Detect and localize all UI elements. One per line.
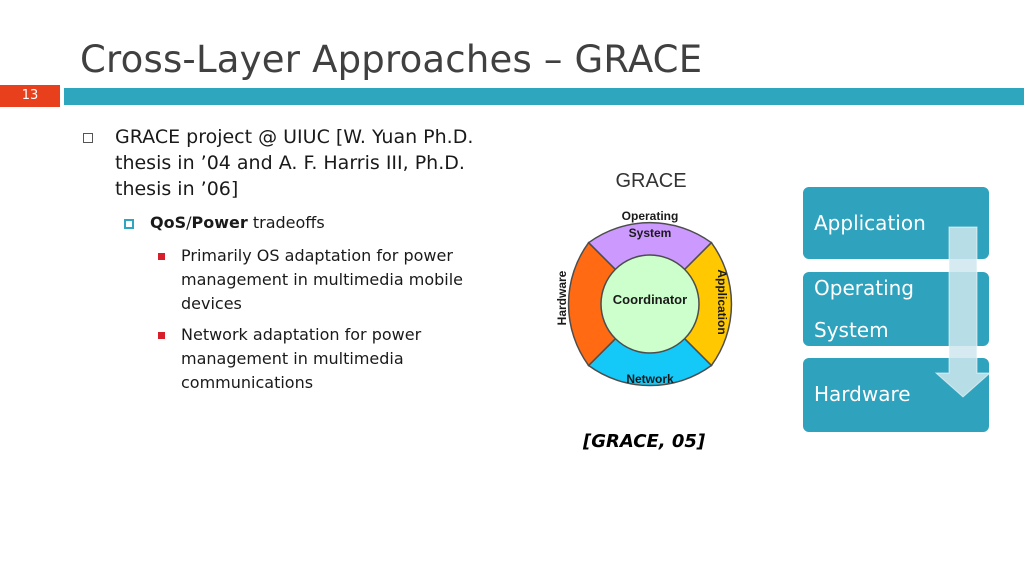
slide-title: Cross-Layer Approaches – GRACE xyxy=(80,38,703,81)
label-hardware: Hardware xyxy=(555,270,569,325)
tradeoffs-text: tradeoffs xyxy=(247,213,325,232)
label-application: Application xyxy=(715,269,729,334)
label-system: System xyxy=(629,226,672,240)
bullet-grace-project: GRACE project @ UIUC [W. Yuan Ph.D. thes… xyxy=(115,126,474,200)
red-square-bullet-icon xyxy=(158,253,165,260)
slide-number-bar xyxy=(0,85,60,107)
coordinator-circle xyxy=(600,254,700,354)
qos-power-separator: / xyxy=(186,213,192,232)
slide-number: 13 xyxy=(21,88,39,103)
bullet-qos-power: QoS/Power tradeoffs xyxy=(150,212,325,234)
grace-diagram: GRACE Operating System Coordinator Netwo… xyxy=(555,170,733,387)
power-bold: Power xyxy=(191,213,248,232)
diagram-title: GRACE xyxy=(615,170,686,192)
hollow-square-bullet-icon xyxy=(83,133,93,143)
label-coordinator: Coordinator xyxy=(613,292,687,307)
label-operating: Operating xyxy=(622,209,679,223)
stack-label-hardware: Hardware xyxy=(814,382,911,406)
stack-box-application: Application xyxy=(803,187,989,259)
square-bullet-icon xyxy=(124,219,134,229)
stack-label-application: Application xyxy=(814,211,926,235)
stack-label-operating: Operating xyxy=(814,276,914,300)
stack-label-system: System xyxy=(814,318,889,342)
bullet-os-adaptation: Primarily OS adaptation for power manage… xyxy=(181,246,464,313)
title-underline-bar xyxy=(64,88,1024,105)
citation-caption: [GRACE, 05] xyxy=(583,431,706,452)
qos-bold: QoS xyxy=(150,213,187,232)
down-arrow-icon xyxy=(934,226,992,398)
red-square-bullet-icon xyxy=(158,332,165,339)
bullet-network-adaptation: Network adaptation for power management … xyxy=(181,325,422,392)
label-network: Network xyxy=(626,372,674,386)
